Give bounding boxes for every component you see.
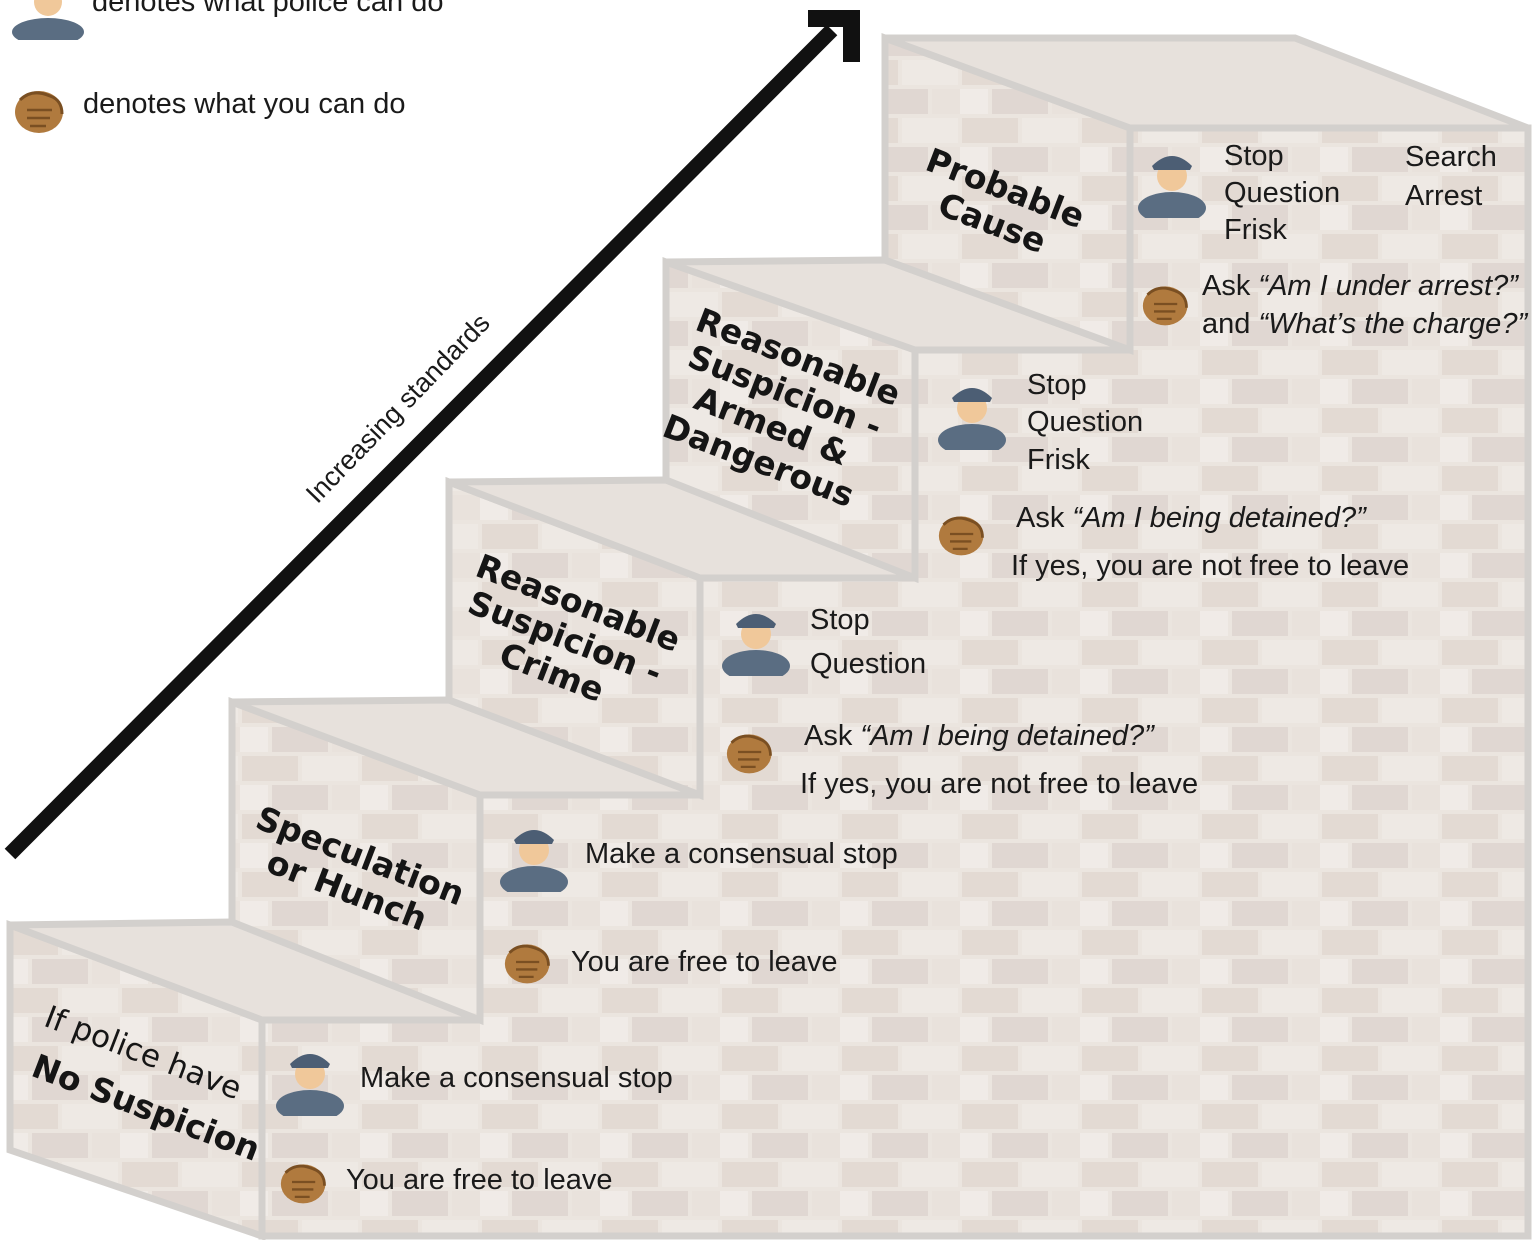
step-3-you-line2: If yes, you are not free to leave bbox=[800, 768, 1199, 800]
police-officer-icon bbox=[498, 816, 570, 898]
step-4-police-stop: Stop bbox=[1027, 369, 1087, 401]
step-5-top bbox=[883, 34, 1530, 132]
pointing-hand-icon bbox=[502, 936, 556, 993]
step-5-police-frisk: Frisk bbox=[1224, 214, 1287, 246]
step-4-police-question: Question bbox=[1027, 406, 1144, 438]
step-5-and-quote: “What’s the charge?” bbox=[1258, 308, 1528, 340]
step-3-police-stop: Stop bbox=[810, 604, 870, 636]
step-1-police-text: Make a consensual stop bbox=[360, 1062, 673, 1094]
step-5-ask-word: Ask bbox=[1202, 270, 1259, 302]
step-1-you-text: You are free to leave bbox=[346, 1164, 613, 1196]
step-4-ask-word: Ask bbox=[1016, 502, 1073, 534]
police-officer-icon bbox=[274, 1040, 346, 1122]
legend-police-text: denotes what police can do bbox=[92, 0, 444, 18]
step-3-you-ask: Ask “Am I being detained?” bbox=[804, 718, 1154, 754]
step-4-ask-quote: “Am I being detained?” bbox=[1072, 502, 1366, 534]
pointing-hand-icon bbox=[278, 1156, 332, 1213]
step-5-you-and: and “What’s the charge?” bbox=[1202, 306, 1527, 342]
step-4-you-ask: Ask “Am I being detained?” bbox=[1016, 500, 1366, 536]
step-2-police-text: Make a consensual stop bbox=[585, 838, 898, 870]
step-2-you-text: You are free to leave bbox=[571, 946, 838, 978]
step-5-and-word: and bbox=[1202, 308, 1259, 340]
increasing-arrow-head bbox=[808, 10, 860, 62]
step-5-police-search: Search bbox=[1405, 141, 1497, 173]
police-officer-icon bbox=[936, 374, 1008, 456]
step-3-ask-quote: “Am I being detained?” bbox=[860, 720, 1154, 752]
step-5-police-stop: Stop bbox=[1224, 140, 1284, 172]
step-4-you-line2: If yes, you are not free to leave bbox=[1011, 550, 1410, 582]
step-5-police-arrest: Arrest bbox=[1405, 180, 1483, 212]
step-3-ask-word: Ask bbox=[804, 720, 861, 752]
step-5-police-question: Question bbox=[1224, 177, 1341, 209]
pointing-hand-icon bbox=[12, 82, 70, 143]
pointing-hand-icon bbox=[1140, 278, 1194, 335]
legend-you-text: denotes what you can do bbox=[83, 88, 406, 120]
step-5-ask-quote: “Am I under arrest?” bbox=[1258, 270, 1518, 302]
police-officer-icon bbox=[10, 0, 86, 46]
pointing-hand-icon bbox=[724, 726, 778, 783]
police-officer-icon bbox=[1136, 142, 1208, 224]
police-officer-icon bbox=[720, 600, 792, 682]
pointing-hand-icon bbox=[936, 508, 990, 565]
increasing-arrow-shaft bbox=[4, 24, 838, 860]
step-3-police-question: Question bbox=[810, 648, 927, 680]
step-4-police-frisk: Frisk bbox=[1027, 444, 1090, 476]
step-5-you-ask: Ask “Am I under arrest?” bbox=[1202, 268, 1518, 304]
